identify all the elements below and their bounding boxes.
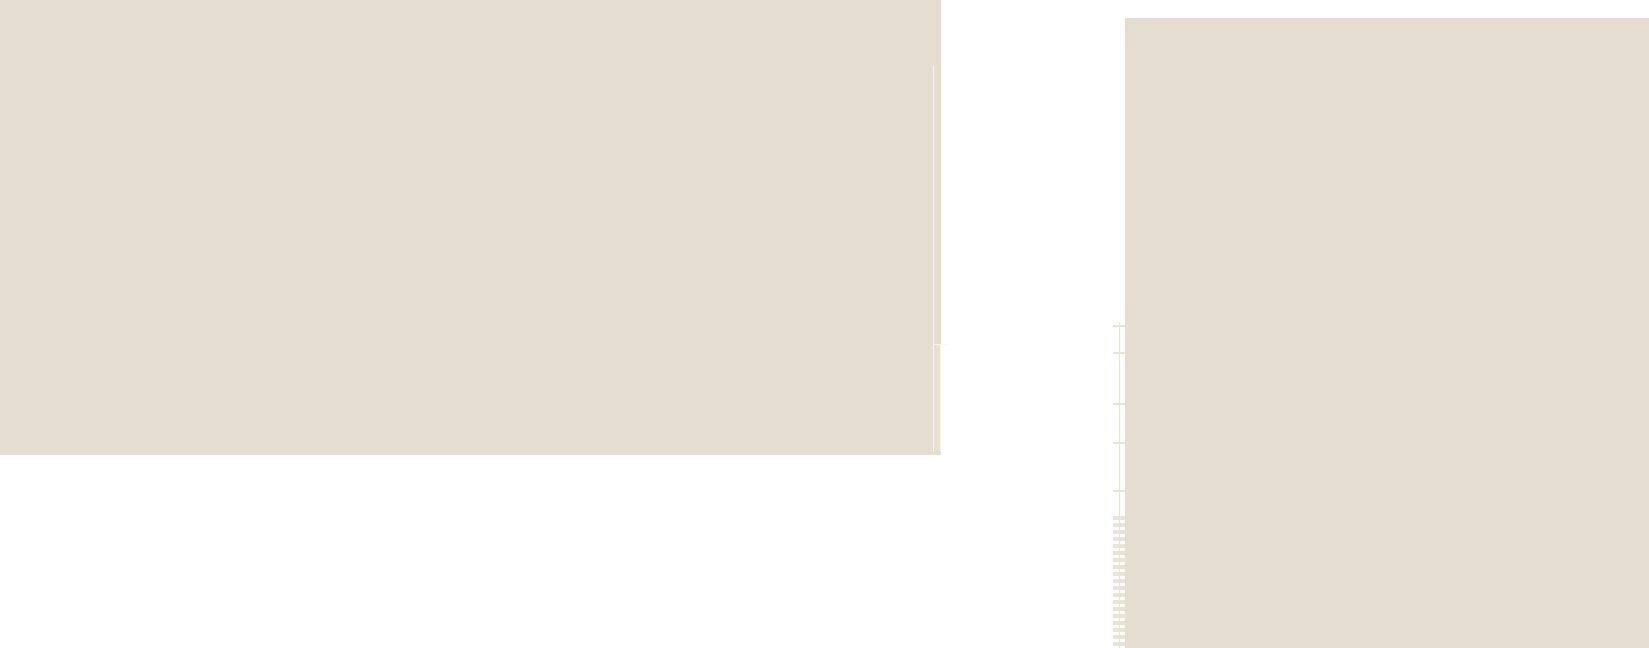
ruler-tick: [1113, 403, 1125, 405]
ruler-tick: [1113, 544, 1125, 548]
ruler-tick: [1113, 537, 1125, 541]
left-panel-edge-strip-right-line: [940, 345, 941, 451]
ruler-tick: [1113, 600, 1125, 604]
left-panel: [0, 0, 941, 455]
ruler-tick: [1113, 614, 1125, 618]
ruler-tick: [1113, 628, 1125, 632]
ruler-tick: [1113, 642, 1125, 646]
ruler-tick: [1113, 490, 1125, 492]
ruler-tick: [1113, 530, 1125, 534]
ruler-tick: [1113, 523, 1125, 527]
ruler-tick: [1113, 586, 1125, 590]
ruler-tick: [1113, 607, 1125, 611]
left-panel-edge-strip-top-line: [934, 344, 947, 345]
edge-ruler: [1113, 0, 1125, 648]
ruler-tick: [1113, 593, 1125, 597]
ruler-tick: [1113, 558, 1125, 562]
ruler-tick: [1113, 621, 1125, 625]
left-panel-edge-strip: [934, 345, 940, 451]
ruler-tick: [1113, 579, 1125, 583]
ruler-tick: [1113, 572, 1125, 576]
right-panel: [1125, 18, 1649, 648]
ruler-tick: [1113, 565, 1125, 569]
ruler-tick: [1113, 635, 1125, 639]
edge-ruler-vertical-line: [1119, 322, 1120, 648]
ruler-tick: [1113, 442, 1125, 444]
ruler-tick: [1113, 325, 1125, 327]
left-panel-edge-line: [933, 65, 934, 452]
ruler-tick: [1113, 551, 1125, 555]
ruler-tick: [1113, 352, 1125, 354]
ruler-tick: [1113, 516, 1125, 520]
